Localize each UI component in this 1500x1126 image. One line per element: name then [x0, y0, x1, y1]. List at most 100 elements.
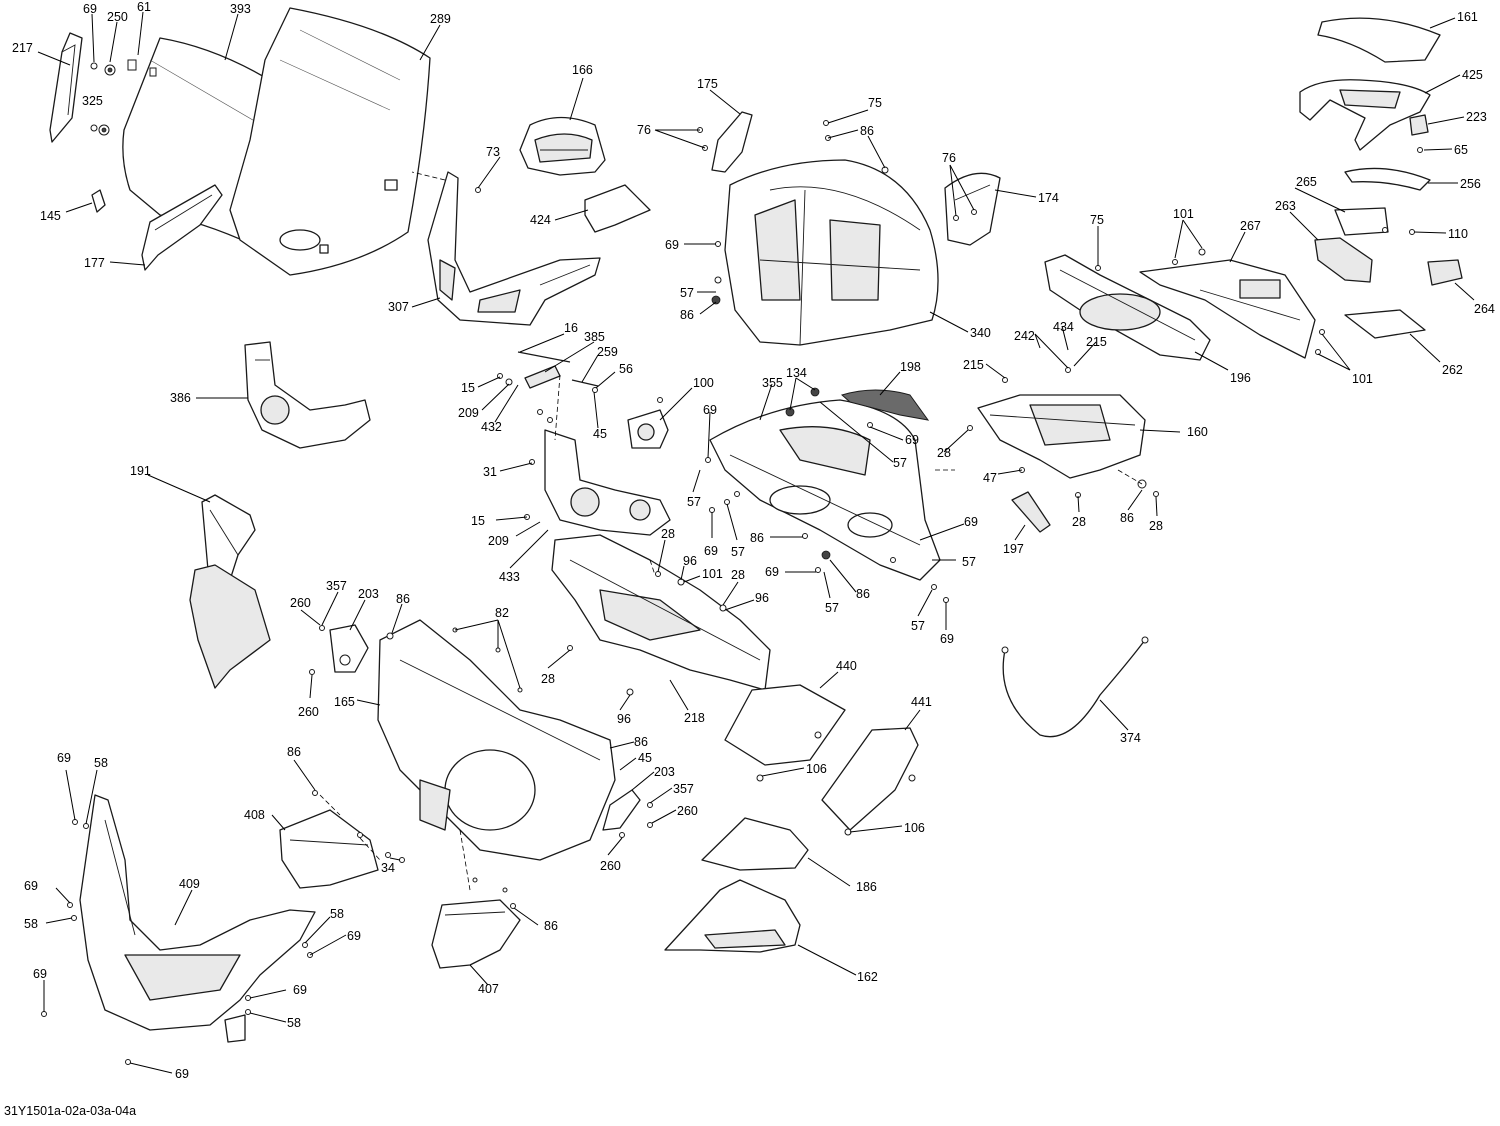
callout-69: 69 — [293, 983, 307, 997]
callout-69: 69 — [347, 929, 361, 943]
callout-441: 441 — [911, 695, 932, 709]
callout-labels: 217 69 250 61 393 289 325 145 177 166 73… — [12, 0, 1495, 1081]
part-177-deflector — [141, 184, 223, 271]
callout-386: 386 — [170, 391, 191, 405]
callout-101: 101 — [1352, 372, 1373, 386]
part-160-panel — [977, 394, 1146, 479]
part-186-panel — [701, 817, 809, 871]
callout-100: 100 — [693, 376, 714, 390]
callout-267: 267 — [1240, 219, 1261, 233]
callout-409: 409 — [179, 877, 200, 891]
callout-28: 28 — [1149, 519, 1163, 533]
callout-86: 86 — [396, 592, 410, 606]
callout-264: 264 — [1474, 302, 1495, 316]
part-203-bracket-left — [329, 624, 369, 673]
part-actuator — [544, 429, 671, 536]
callout-57: 57 — [825, 601, 839, 615]
callout-28: 28 — [1072, 515, 1086, 529]
callout-393: 393 — [230, 2, 251, 16]
assembly-dash-lines — [319, 171, 1143, 891]
callout-209: 209 — [488, 534, 509, 548]
callout-69: 69 — [704, 544, 718, 558]
part-424-bracket — [584, 184, 651, 233]
part-408-panel — [279, 809, 379, 889]
part-441-mat — [821, 727, 919, 831]
callout-289: 289 — [430, 12, 451, 26]
callout-355: 355 — [762, 376, 783, 390]
callout-86: 86 — [287, 745, 301, 759]
callout-217: 217 — [12, 41, 33, 55]
callout-425: 425 — [1462, 68, 1483, 82]
callout-58: 58 — [24, 917, 38, 931]
callout-58: 58 — [287, 1016, 301, 1030]
part-165-frame — [377, 619, 616, 861]
callout-86: 86 — [680, 308, 694, 322]
part-340-fairing — [724, 159, 939, 346]
callout-28: 28 — [731, 568, 745, 582]
callout-374: 374 — [1120, 731, 1141, 745]
callout-58: 58 — [330, 907, 344, 921]
callout-434: 434 — [1053, 320, 1074, 334]
part-162-panel — [664, 879, 801, 953]
callout-250: 250 — [107, 10, 128, 24]
callout-69: 69 — [665, 238, 679, 252]
callout-256: 256 — [1460, 177, 1481, 191]
callout-31: 31 — [483, 465, 497, 479]
callout-209: 209 — [458, 406, 479, 420]
callout-260: 260 — [677, 804, 698, 818]
callout-215: 215 — [963, 358, 984, 372]
callout-357: 357 — [326, 579, 347, 593]
callout-45: 45 — [593, 427, 607, 441]
callout-262: 262 — [1442, 363, 1463, 377]
part-307-support — [427, 171, 601, 326]
callout-15: 15 — [471, 514, 485, 528]
callout-57: 57 — [893, 456, 907, 470]
callout-69: 69 — [905, 433, 919, 447]
callout-86: 86 — [750, 531, 764, 545]
callout-198: 198 — [900, 360, 921, 374]
callout-385: 385 — [584, 330, 605, 344]
callout-242: 242 — [1014, 329, 1035, 343]
part-197-trim — [1011, 491, 1051, 533]
callout-69: 69 — [83, 2, 97, 16]
part-166-hood — [519, 116, 606, 176]
part-289-windshield — [229, 7, 431, 276]
callout-57: 57 — [680, 286, 694, 300]
callout-57: 57 — [911, 619, 925, 633]
part-161-cover — [1317, 17, 1441, 63]
part-386-mount — [244, 341, 371, 449]
callout-82: 82 — [495, 606, 509, 620]
callout-57: 57 — [687, 495, 701, 509]
callout-69: 69 — [57, 751, 71, 765]
callout-69: 69 — [175, 1067, 189, 1081]
callout-174: 174 — [1038, 191, 1059, 205]
callout-223: 223 — [1466, 110, 1487, 124]
callout-432: 432 — [481, 420, 502, 434]
callout-196: 196 — [1230, 371, 1251, 385]
part-263-bracket — [1314, 237, 1373, 283]
callout-28: 28 — [661, 527, 675, 541]
part-174-panel — [944, 172, 1001, 246]
callout-186: 186 — [856, 880, 877, 894]
part-198-grille — [840, 389, 930, 421]
callout-86: 86 — [856, 587, 870, 601]
part-374-cable — [1001, 636, 1149, 738]
part-262-pad — [1344, 309, 1426, 339]
callout-75: 75 — [1090, 213, 1104, 227]
callout-260: 260 — [298, 705, 319, 719]
callout-28: 28 — [937, 446, 951, 460]
callout-215: 215 — [1086, 335, 1107, 349]
callout-166: 166 — [572, 63, 593, 77]
callout-69: 69 — [765, 565, 779, 579]
callout-73: 73 — [486, 145, 500, 159]
callout-76: 76 — [942, 151, 956, 165]
part-265-cover — [1334, 207, 1389, 236]
callout-86: 86 — [634, 735, 648, 749]
callout-86: 86 — [860, 124, 874, 138]
callout-197: 197 — [1003, 542, 1024, 556]
part-407-front — [431, 899, 521, 969]
leader-lines — [37, 11, 1475, 1074]
callout-101: 101 — [702, 567, 723, 581]
callout-101: 101 — [1173, 207, 1194, 221]
